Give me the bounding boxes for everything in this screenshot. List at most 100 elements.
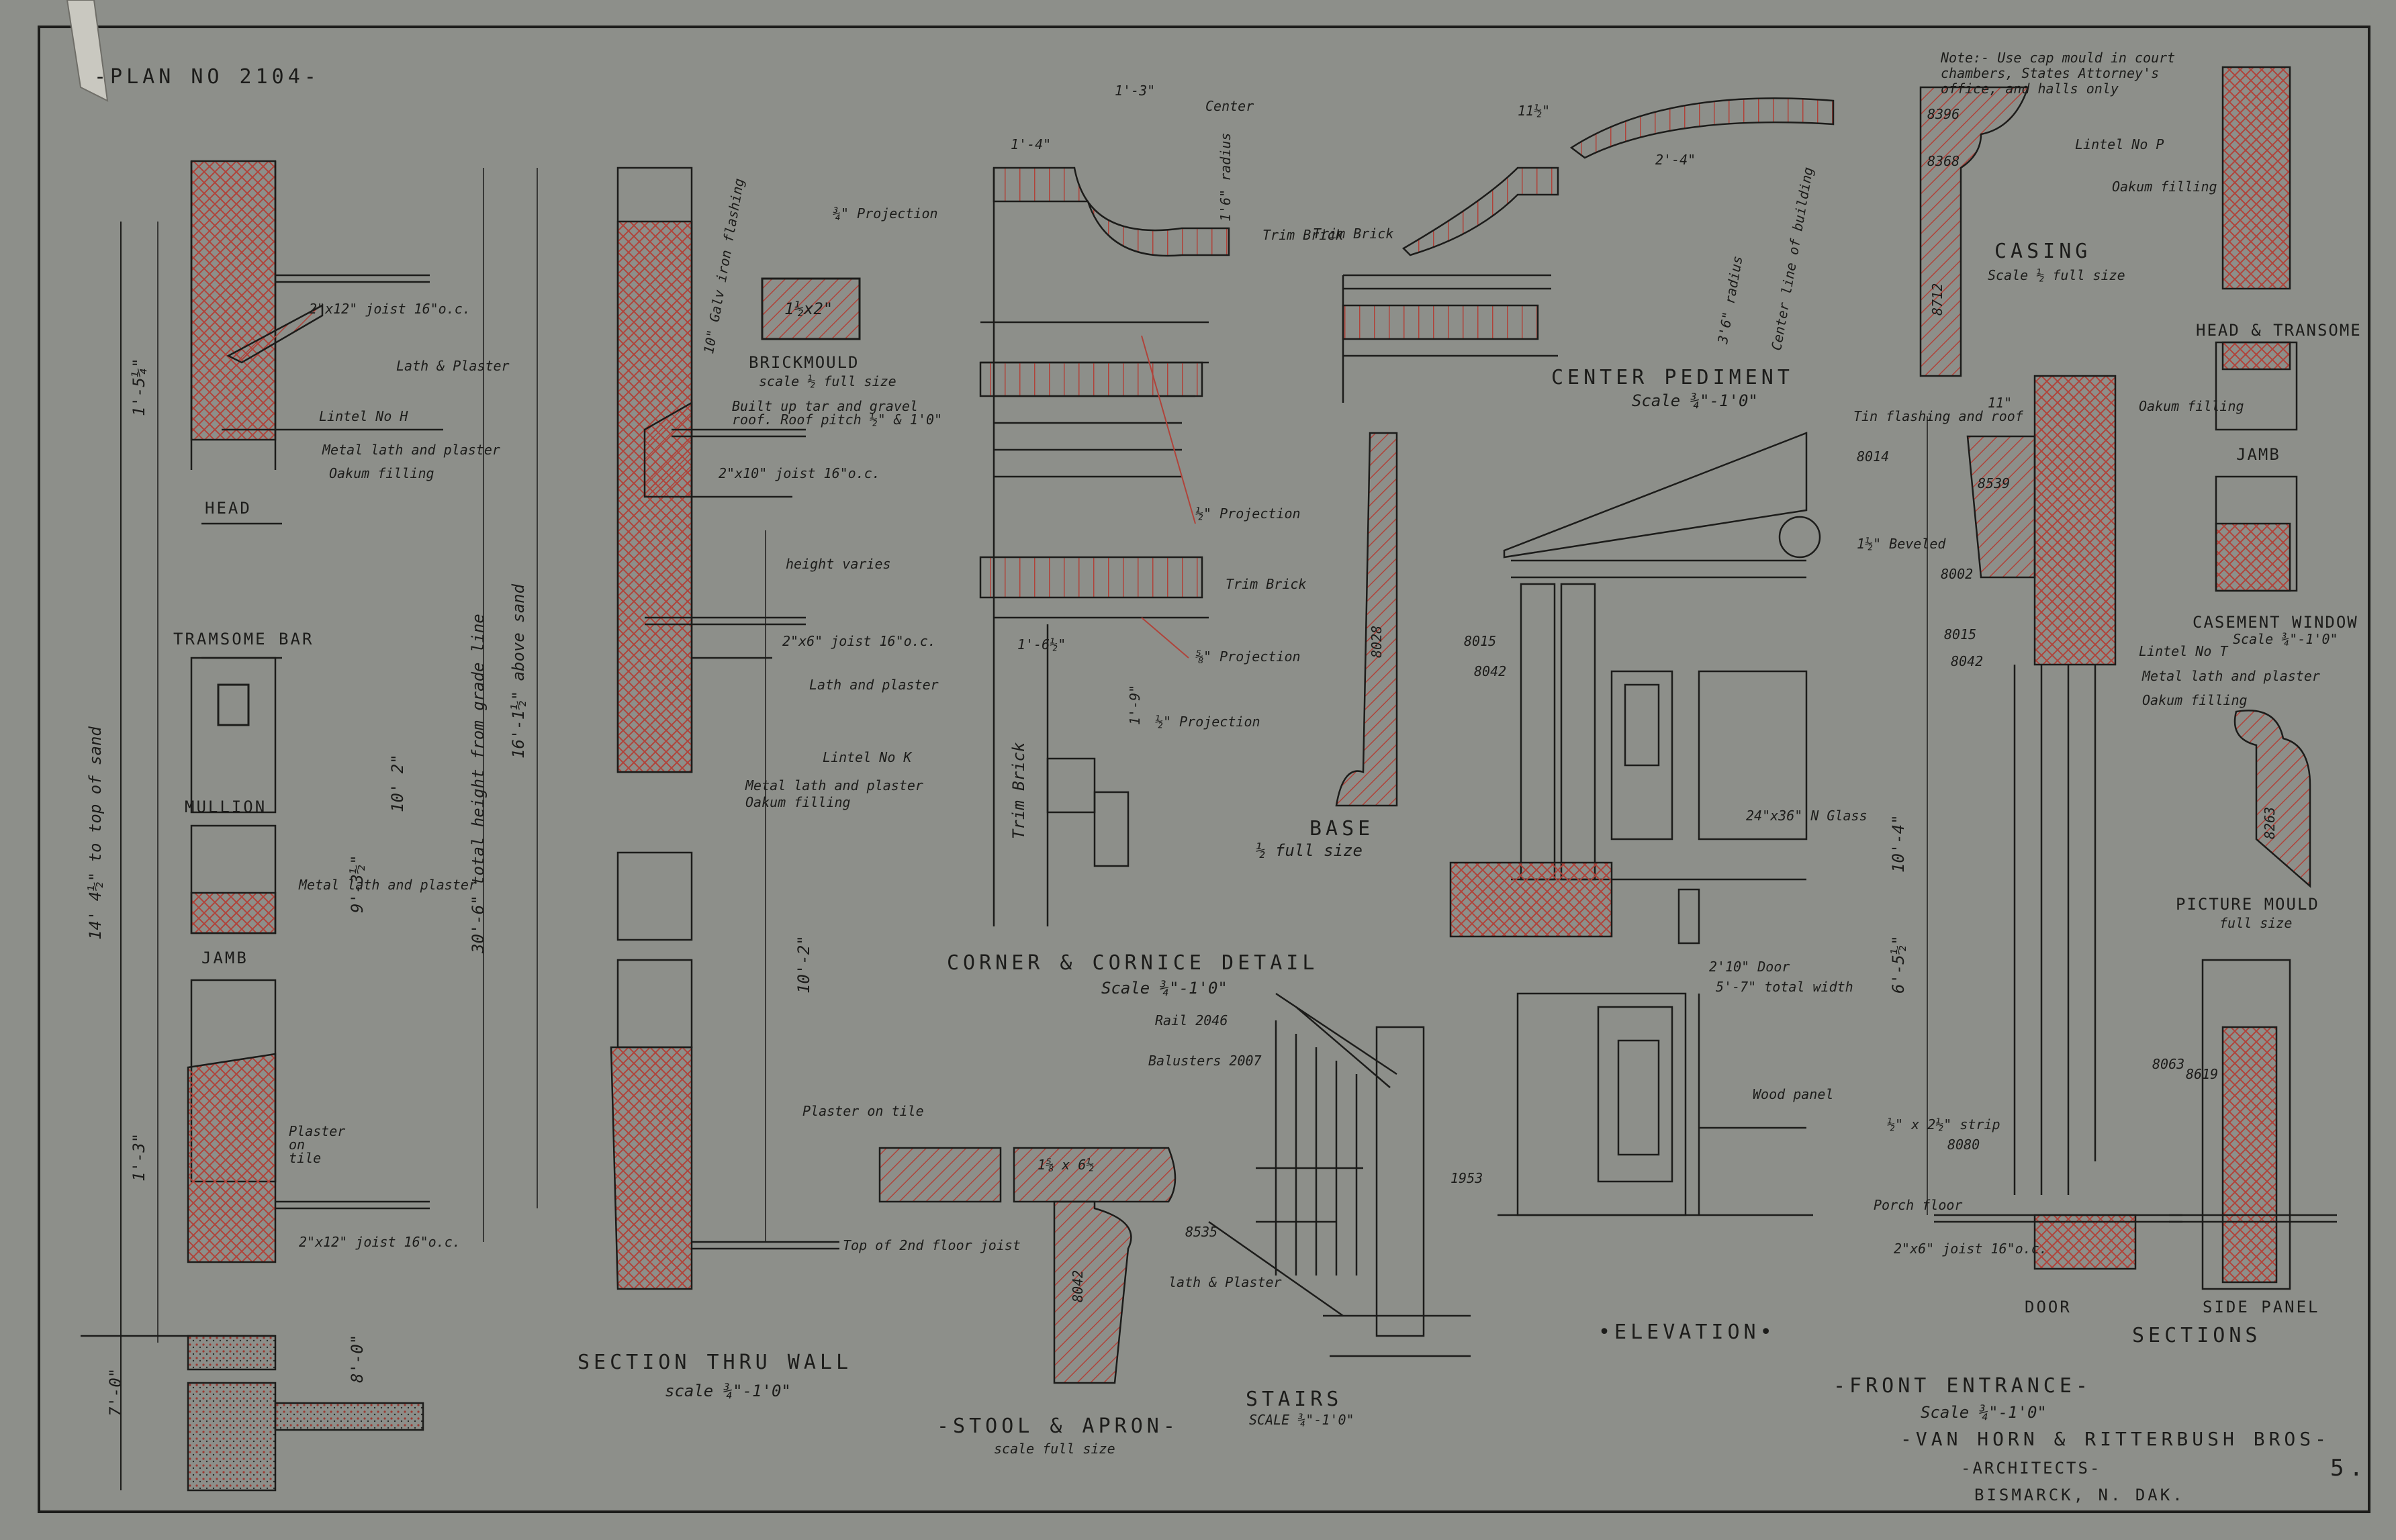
base-scale: ½ full size bbox=[1256, 841, 1363, 860]
code-8080: 8080 bbox=[1947, 1137, 1980, 1153]
joist-2x6-note: 2"x6" joist 16"o.c. bbox=[782, 633, 936, 649]
casement-label: CASEMENT WINDOW bbox=[2193, 613, 2358, 632]
sheet-number: 5. bbox=[2330, 1455, 2368, 1482]
glass-note: 24"x36" N Glass bbox=[1746, 808, 1868, 824]
architects-sub: -ARCHITECTS- bbox=[1961, 1459, 2102, 1478]
dim-10-2: 10' 2" bbox=[388, 754, 407, 812]
dim-9-3: 9'-3½" bbox=[348, 855, 367, 913]
trim-brick-note: Trim Brick bbox=[1262, 227, 1344, 243]
dim-1-9-c: 1'-9" bbox=[1127, 684, 1143, 725]
code-8263: 8263 bbox=[2262, 806, 2278, 839]
joist-2x10-note: 2"x10" joist 16"o.c. bbox=[719, 465, 880, 481]
door-joist-note: 2"x6" joist 16"o.c. bbox=[1894, 1241, 2047, 1257]
roof-note: Built up tar and gravel roof. Roof pitch… bbox=[732, 398, 943, 428]
side-panel-label: SIDE PANEL bbox=[2203, 1298, 2320, 1316]
casing-title: CASING bbox=[1994, 240, 2092, 263]
proj-58-note: ⅝" Projection bbox=[1195, 648, 1301, 665]
stairs-scale: SCALE ¾"-1'0" bbox=[1249, 1412, 1354, 1428]
stool-code: 8042 bbox=[1070, 1269, 1086, 1302]
code-8396: 8396 bbox=[1927, 106, 1960, 122]
dim-1-4-c: 1'-4" bbox=[1011, 136, 1052, 152]
code-1953: 1953 bbox=[1450, 1170, 1483, 1186]
joist-top-note: 2"x12" joist 16"o.c. bbox=[309, 301, 471, 317]
proj-34-note: ¾" Projection bbox=[833, 205, 938, 222]
porch-floor-note: Porch floor bbox=[1874, 1197, 1963, 1213]
stool-title: -STOOL & APRON- bbox=[937, 1414, 1179, 1438]
jamb-label: JAMB bbox=[201, 949, 248, 967]
radius-note: 1'6" radius bbox=[1217, 132, 1234, 222]
dim-above-sand: 16'-1½" above sand bbox=[509, 583, 528, 759]
trim-brick-v-note: Trim Brick bbox=[1009, 742, 1028, 840]
lintel-k-note: Lintel No K bbox=[823, 749, 912, 765]
code-8063: 8063 bbox=[2152, 1056, 2185, 1072]
stairs-title: STAIRS bbox=[1246, 1388, 1343, 1411]
cornice-title: CORNER & CORNICE DETAIL bbox=[947, 951, 1319, 975]
dim-1-3-c: 1'-3" bbox=[1115, 83, 1156, 99]
picture-mould-label: PICTURE MOULD bbox=[2176, 895, 2319, 914]
base-code: 8028 bbox=[1369, 625, 1385, 658]
cornice-scale: Scale ¾"-1'0" bbox=[1101, 979, 1228, 998]
head-transome-label: HEAD & TRANSOME bbox=[2196, 321, 2362, 340]
code-8712: 8712 bbox=[1929, 283, 1945, 316]
balusters-note: Balusters 2007 bbox=[1148, 1053, 1262, 1069]
dim-total-height: 30'-6" total height from grade line bbox=[469, 614, 488, 953]
code-8015-f: 8015 bbox=[1464, 633, 1497, 649]
dim-b-10-2: 10'-2" bbox=[794, 935, 813, 994]
oakum-k2-note: Oakum filling bbox=[2139, 398, 2244, 414]
trim-brick-2-note: Trim Brick bbox=[1226, 576, 1307, 592]
plan-number: -PLAN NO 2104- bbox=[94, 65, 320, 89]
location: BISMARCK, N. DAK. bbox=[1974, 1486, 2185, 1504]
casing-note: Note:- Use cap mould in court chambers, … bbox=[1941, 50, 2176, 97]
front-entrance-scale: Scale ¾"-1'0" bbox=[1921, 1403, 2047, 1422]
lintel-h-note: Lintel No H bbox=[319, 408, 408, 424]
casing-scale: Scale ½ full size bbox=[1988, 267, 2125, 283]
door-label: DOOR bbox=[2025, 1298, 2072, 1316]
wall-section-scale: scale ¾"-1'0" bbox=[665, 1382, 791, 1400]
code-8002: 8002 bbox=[1941, 566, 1974, 582]
metal-lath-b-note: Metal lath and plaster bbox=[745, 777, 923, 793]
rail-note: Rail 2046 bbox=[1155, 1012, 1228, 1028]
brickmould-size: 1½x2" bbox=[784, 299, 833, 318]
lintel-t-note: Lintel No T bbox=[2139, 643, 2228, 659]
pediment-title: CENTER PEDIMENT bbox=[1551, 366, 1794, 389]
code-8535: 8535 bbox=[1185, 1224, 1218, 1240]
center-note: Center bbox=[1205, 98, 1254, 114]
metal-lath-short-note: Metal lath and plaster bbox=[299, 877, 477, 893]
trim-brick-d-note: Trim Brick bbox=[1313, 226, 1394, 242]
mullion-label: MULLION bbox=[185, 798, 267, 816]
front-entrance-title: -FRONT ENTRANCE- bbox=[1833, 1374, 2092, 1398]
plaster-on-tile-note: Plaster on tile bbox=[289, 1123, 346, 1166]
dim-top-of-sand: 14' 4½" to top of sand bbox=[86, 726, 105, 940]
tin-flashing-note: Tin flashing and roof bbox=[1853, 408, 2023, 424]
wall-section-title: SECTION THRU WALL bbox=[578, 1351, 853, 1374]
base-title: BASE bbox=[1309, 817, 1375, 840]
dim-2-4-d: 2'-4" bbox=[1655, 152, 1696, 168]
dim-7-0: 7'-0" bbox=[106, 1367, 125, 1416]
picture-mould-scale: full size bbox=[2219, 915, 2293, 931]
brickmould-scale: scale ½ full size bbox=[759, 373, 896, 389]
stool-scale: scale full size bbox=[994, 1441, 1115, 1457]
jamb-k-label: JAMB bbox=[2236, 445, 2280, 464]
dim-8-0: 8'-0" bbox=[348, 1334, 367, 1383]
top-floor-joist-note: Top of 2nd floor joist bbox=[843, 1237, 1021, 1253]
plaster-on-tile-b-note: Plaster on tile bbox=[802, 1103, 924, 1119]
total-width-note: 5'-7" total width bbox=[1716, 979, 1853, 995]
dim-11-j: 11" bbox=[1988, 395, 2013, 411]
code-8042-j: 8042 bbox=[1951, 653, 1984, 669]
sections-title: SECTIONS bbox=[2132, 1324, 2262, 1347]
beveled-note: 1½" Beveled bbox=[1857, 536, 1946, 552]
code-8042-f: 8042 bbox=[1474, 663, 1507, 679]
stair-lath-plaster: lath & Plaster bbox=[1168, 1274, 1282, 1290]
dim-11-d: 11½" bbox=[1518, 103, 1551, 119]
elevation-title: •ELEVATION• bbox=[1598, 1320, 1776, 1344]
dim-10-4: 10'-4" bbox=[1889, 814, 1908, 873]
strip-note: ½" x 2½" strip bbox=[1887, 1116, 2000, 1133]
architects-name: -VAN HORN & RITTERBUSH BROS- bbox=[1900, 1428, 2331, 1450]
lintel-p-note: Lintel No P bbox=[2075, 136, 2164, 152]
lath-plaster-b-note: Lath and plaster bbox=[809, 677, 939, 693]
code-8014: 8014 bbox=[1857, 448, 1890, 465]
pediment-scale: Scale ¾"-1'0" bbox=[1632, 391, 1758, 410]
metal-lath-k-note: Metal lath and plaster bbox=[2142, 668, 2320, 684]
